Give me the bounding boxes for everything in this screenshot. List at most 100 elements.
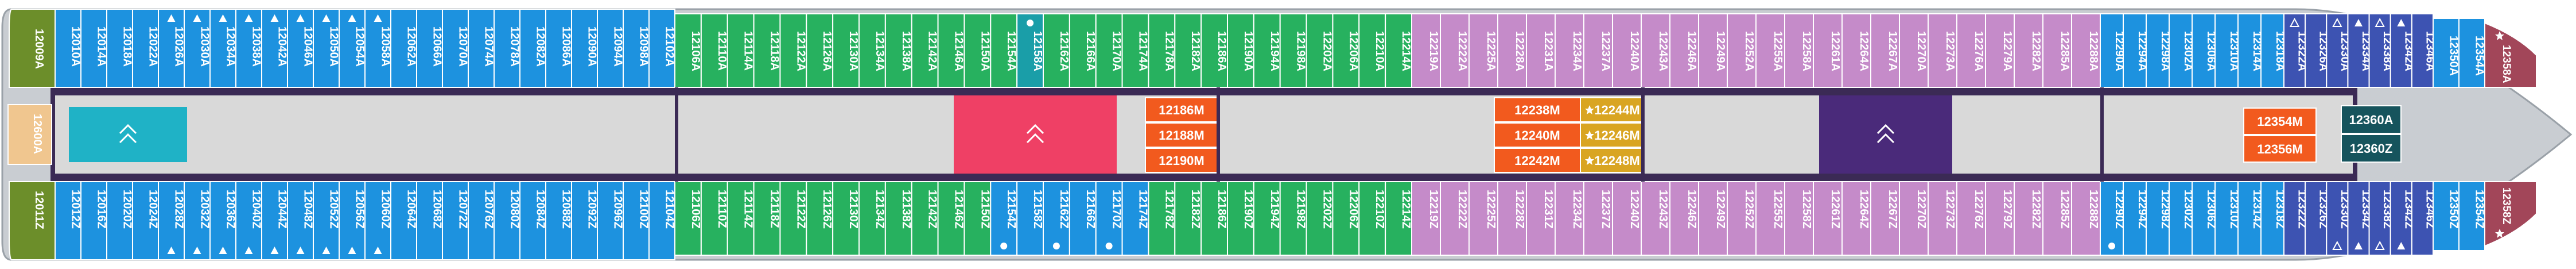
interior-cabin[interactable]: 12356M — [2243, 135, 2317, 163]
interior-cabin[interactable]: 12188M — [1145, 122, 1218, 148]
cabin[interactable]: 12282Z — [2014, 181, 2043, 256]
cabin[interactable]: 12044Z — [261, 181, 289, 260]
interior-cabin[interactable]: 12354M — [2243, 107, 2317, 135]
cabin[interactable]: 12354A — [2458, 18, 2486, 88]
cabin[interactable]: 12114Z — [726, 181, 755, 256]
cabin[interactable]: 12024Z — [132, 181, 160, 260]
cabin[interactable]: 12010A — [55, 9, 82, 88]
cabin[interactable]: 12298Z — [2146, 181, 2171, 256]
cabin[interactable]: 12302A — [2169, 13, 2194, 88]
cabin[interactable]: 12086A — [545, 9, 573, 88]
cabin[interactable]: 12026A — [158, 9, 185, 88]
cabin[interactable]: 12231A — [1526, 13, 1556, 88]
cabin[interactable]: 12038A — [235, 9, 263, 88]
cabin[interactable]: 12036Z — [209, 181, 237, 260]
cabin[interactable]: 12054A — [339, 9, 366, 88]
cabin[interactable]: 12255A — [1755, 13, 1785, 88]
cabin[interactable]: 12154A — [990, 13, 1017, 88]
cabin[interactable]: 12285Z — [2042, 181, 2072, 256]
cabin[interactable]: 12020Z — [106, 181, 134, 260]
cabin[interactable]: 12240A — [1612, 13, 1642, 88]
cabin[interactable]: 12138A — [884, 13, 912, 88]
cabin[interactable]: 12219Z — [1411, 181, 1441, 256]
cabin[interactable]: 12084Z — [519, 181, 547, 260]
cabin[interactable]: 12032Z — [184, 181, 211, 260]
cabin[interactable]: 12170A — [1095, 13, 1123, 88]
cabin[interactable]: 12104Z — [648, 181, 676, 260]
cabin[interactable]: 12290A — [2100, 13, 2126, 88]
cabin[interactable]: 12194A — [1253, 13, 1281, 88]
cabin[interactable]: 12080Z — [494, 181, 521, 260]
cabin[interactable]: 12102A — [648, 9, 676, 88]
cabin[interactable]: 12146Z — [937, 181, 965, 256]
cabin[interactable]: 12190A — [1227, 13, 1254, 88]
interior-cabin[interactable]: 12248M — [1580, 148, 1645, 173]
cabin[interactable]: 12234Z — [1555, 181, 1584, 256]
cabin[interactable]: 12214A — [1385, 13, 1412, 88]
cabin[interactable]: 12034A — [209, 9, 237, 88]
cabin[interactable]: 12290Z — [2100, 181, 2126, 256]
cabin[interactable]: 12206A — [1332, 13, 1359, 88]
cabin[interactable]: 12046A — [287, 9, 314, 88]
interior-cabin[interactable]: 12246M — [1580, 122, 1645, 148]
cabin[interactable]: 12182Z — [1174, 181, 1202, 256]
cabin[interactable]: 12166A — [1069, 13, 1097, 88]
cabin[interactable]: 12202A — [1306, 13, 1334, 88]
cabin[interactable]: 12048Z — [287, 181, 314, 260]
cabin[interactable]: 12243A — [1641, 13, 1670, 88]
cabin[interactable]: 12279A — [1985, 13, 2015, 88]
cabin[interactable]: 12142Z — [911, 181, 939, 256]
cabin[interactable]: 12334Z — [2347, 181, 2372, 256]
cabin[interactable]: 12050A — [313, 9, 340, 88]
cabin[interactable]: 12094A — [597, 9, 624, 88]
cabin[interactable]: 12276Z — [1956, 181, 1986, 256]
cabin[interactable]: 12270A — [1899, 13, 1929, 88]
cabin[interactable]: 12318A — [2260, 13, 2286, 88]
cabin[interactable]: 12138Z — [884, 181, 912, 256]
cabin[interactable]: 12279Z — [1985, 181, 2015, 256]
cabin[interactable]: 12100Z — [623, 181, 650, 260]
cabin[interactable]: 12106A — [674, 13, 702, 88]
cabin[interactable]: 12052Z — [313, 181, 340, 260]
cabin[interactable]: 12225Z — [1468, 181, 1498, 256]
cabin[interactable]: 12130A — [832, 13, 860, 88]
cabin[interactable]: 12234A — [1555, 13, 1584, 88]
cabin[interactable]: 12258A — [1784, 13, 1814, 88]
cabin[interactable]: 12130Z — [832, 181, 860, 256]
cabin[interactable]: 12150A — [963, 13, 991, 88]
cabin[interactable]: 12246Z — [1669, 181, 1699, 256]
cabin[interactable]: 12174A — [1121, 13, 1149, 88]
cabin[interactable]: 12078A — [494, 9, 521, 88]
cabin[interactable]: 12070A — [442, 9, 469, 88]
cabin[interactable]: 12068Z — [416, 181, 444, 260]
interior-cabin[interactable]: 12186M — [1145, 97, 1218, 122]
cabin[interactable]: 12150Z — [963, 181, 991, 256]
cabin[interactable]: 12258Z — [1784, 181, 1814, 256]
interior-cabin[interactable]: 12240M — [1494, 122, 1581, 148]
cabin[interactable]: 12042A — [261, 9, 289, 88]
cabin[interactable]: 12126A — [806, 13, 833, 88]
interior-cabin[interactable]: 12238M — [1494, 97, 1581, 122]
cabin[interactable]: 12261Z — [1813, 181, 1843, 256]
cabin[interactable]: 12122Z — [779, 181, 807, 256]
cabin[interactable]: 12162Z — [1043, 181, 1070, 256]
cabin[interactable]: 12310Z — [2214, 181, 2240, 256]
cabin[interactable]: 12174Z — [1121, 181, 1149, 256]
cabin[interactable]: 12062A — [390, 9, 418, 88]
cabin[interactable]: 12016Z — [80, 181, 108, 260]
cabin[interactable]: 12302Z — [2169, 181, 2194, 256]
cabin[interactable]: 12118A — [753, 13, 781, 88]
cabin[interactable]: 12222A — [1440, 13, 1470, 88]
cabin[interactable]: 12198A — [1279, 13, 1307, 88]
cabin[interactable]: 12314Z — [2237, 181, 2263, 256]
cabin[interactable]: 12237Z — [1583, 181, 1613, 256]
cabin[interactable]: 12158Z — [1016, 181, 1044, 256]
cabin[interactable]: 12314A — [2237, 13, 2263, 88]
cabin[interactable]: 12114A — [726, 13, 755, 88]
cabin[interactable]: 12276A — [1956, 13, 1986, 88]
cabin[interactable]: 12142A — [911, 13, 939, 88]
cabin[interactable]: 12018A — [106, 9, 134, 88]
cabin[interactable]: 12134Z — [858, 181, 886, 256]
cabin[interactable]: 12040Z — [235, 181, 263, 260]
cabin[interactable]: 12210Z — [1358, 181, 1386, 256]
